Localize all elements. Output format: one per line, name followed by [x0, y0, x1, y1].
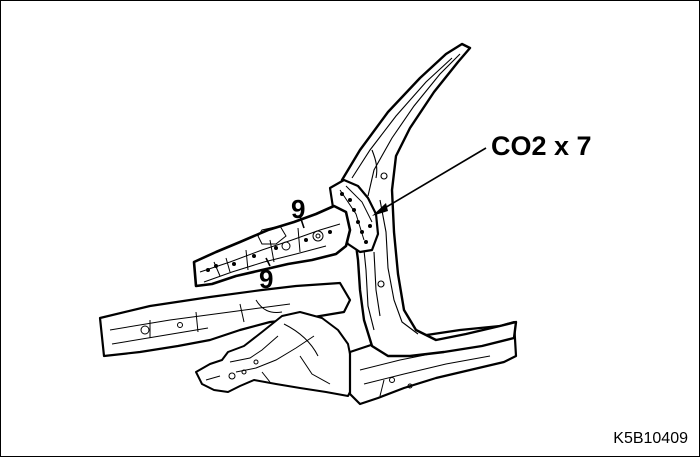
weld-spec-callout: CO2 x 7 — [491, 131, 592, 161]
hinge-bracket-lines — [339, 185, 373, 241]
lower-bracket-details — [205, 323, 331, 385]
figure-code: K5B10409 — [613, 430, 688, 447]
a-pillar-outer — [340, 42, 518, 358]
item-number-lower: 9 — [259, 264, 274, 294]
sill-detail-lines — [109, 299, 291, 345]
apron-details — [199, 223, 341, 283]
item-number-upper: 9 — [291, 194, 306, 224]
leader-lines — [265, 147, 487, 267]
apron-weld-points — [206, 230, 332, 272]
apron-member — [192, 204, 352, 288]
sill-assembly — [98, 281, 352, 358]
leader-arrowhead — [372, 203, 388, 216]
